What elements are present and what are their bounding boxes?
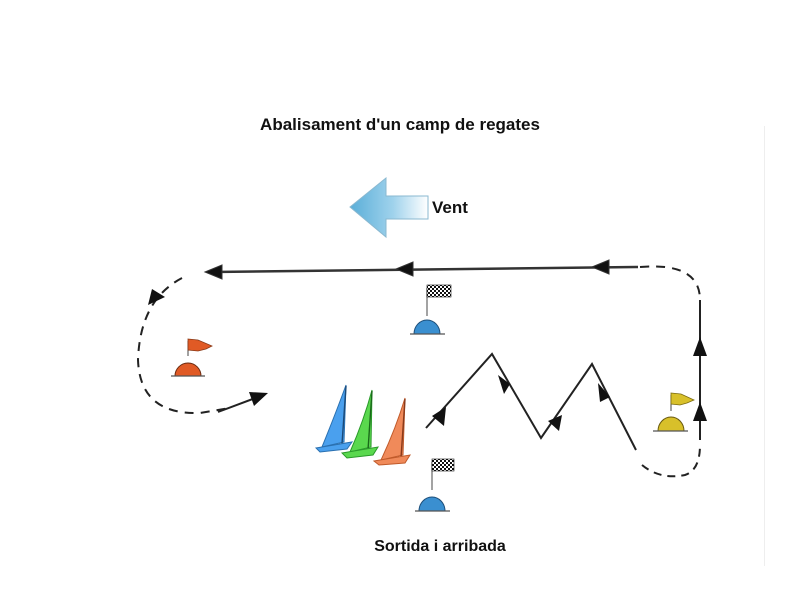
start-finish-mark-blue-buoy [415,458,455,512]
sailboat-green [340,389,380,459]
arrowhead-icon [249,392,268,406]
arrowhead-icon [394,261,414,277]
arrowhead-icon [693,337,707,356]
dashed-rounding-top-right [639,265,701,320]
wind-arrow-left-icon [349,176,429,239]
diagram-title: Abalisament d'un camp de regates [260,115,540,134]
windward-mark-blue-buoy [410,284,452,335]
dashed-rounding-left [136,277,231,415]
leeward-mark-yellow-buoy [653,392,695,432]
pennant-flag-icon [670,392,695,406]
checkered-flag-icon [426,284,452,298]
arrowhead-icon [590,259,610,275]
arrowhead-icon [148,289,165,305]
arrowhead-icon [432,407,446,426]
arrowhead-icon [548,415,562,431]
arrowhead-icon [598,383,610,402]
beat-up-line [693,300,707,440]
arrowhead-icon [203,264,223,280]
arrowhead-icon [693,402,707,421]
downwind-run-line [203,259,639,280]
checkered-flag-icon [431,458,455,472]
upwind-mark-orange-buoy [171,338,213,377]
sailboat-blue [314,384,354,453]
pennant-flag-icon [187,338,213,352]
reach-line [217,396,259,413]
divider-line [764,126,765,566]
start-finish-label: Sortida i arribada [374,538,506,555]
sailboat-orange [372,397,412,466]
dashed-rounding-bottom-right [641,444,701,478]
arrowhead-icon [498,375,510,394]
wind-label: Vent [432,198,468,217]
upwind-beat-line [425,352,637,451]
